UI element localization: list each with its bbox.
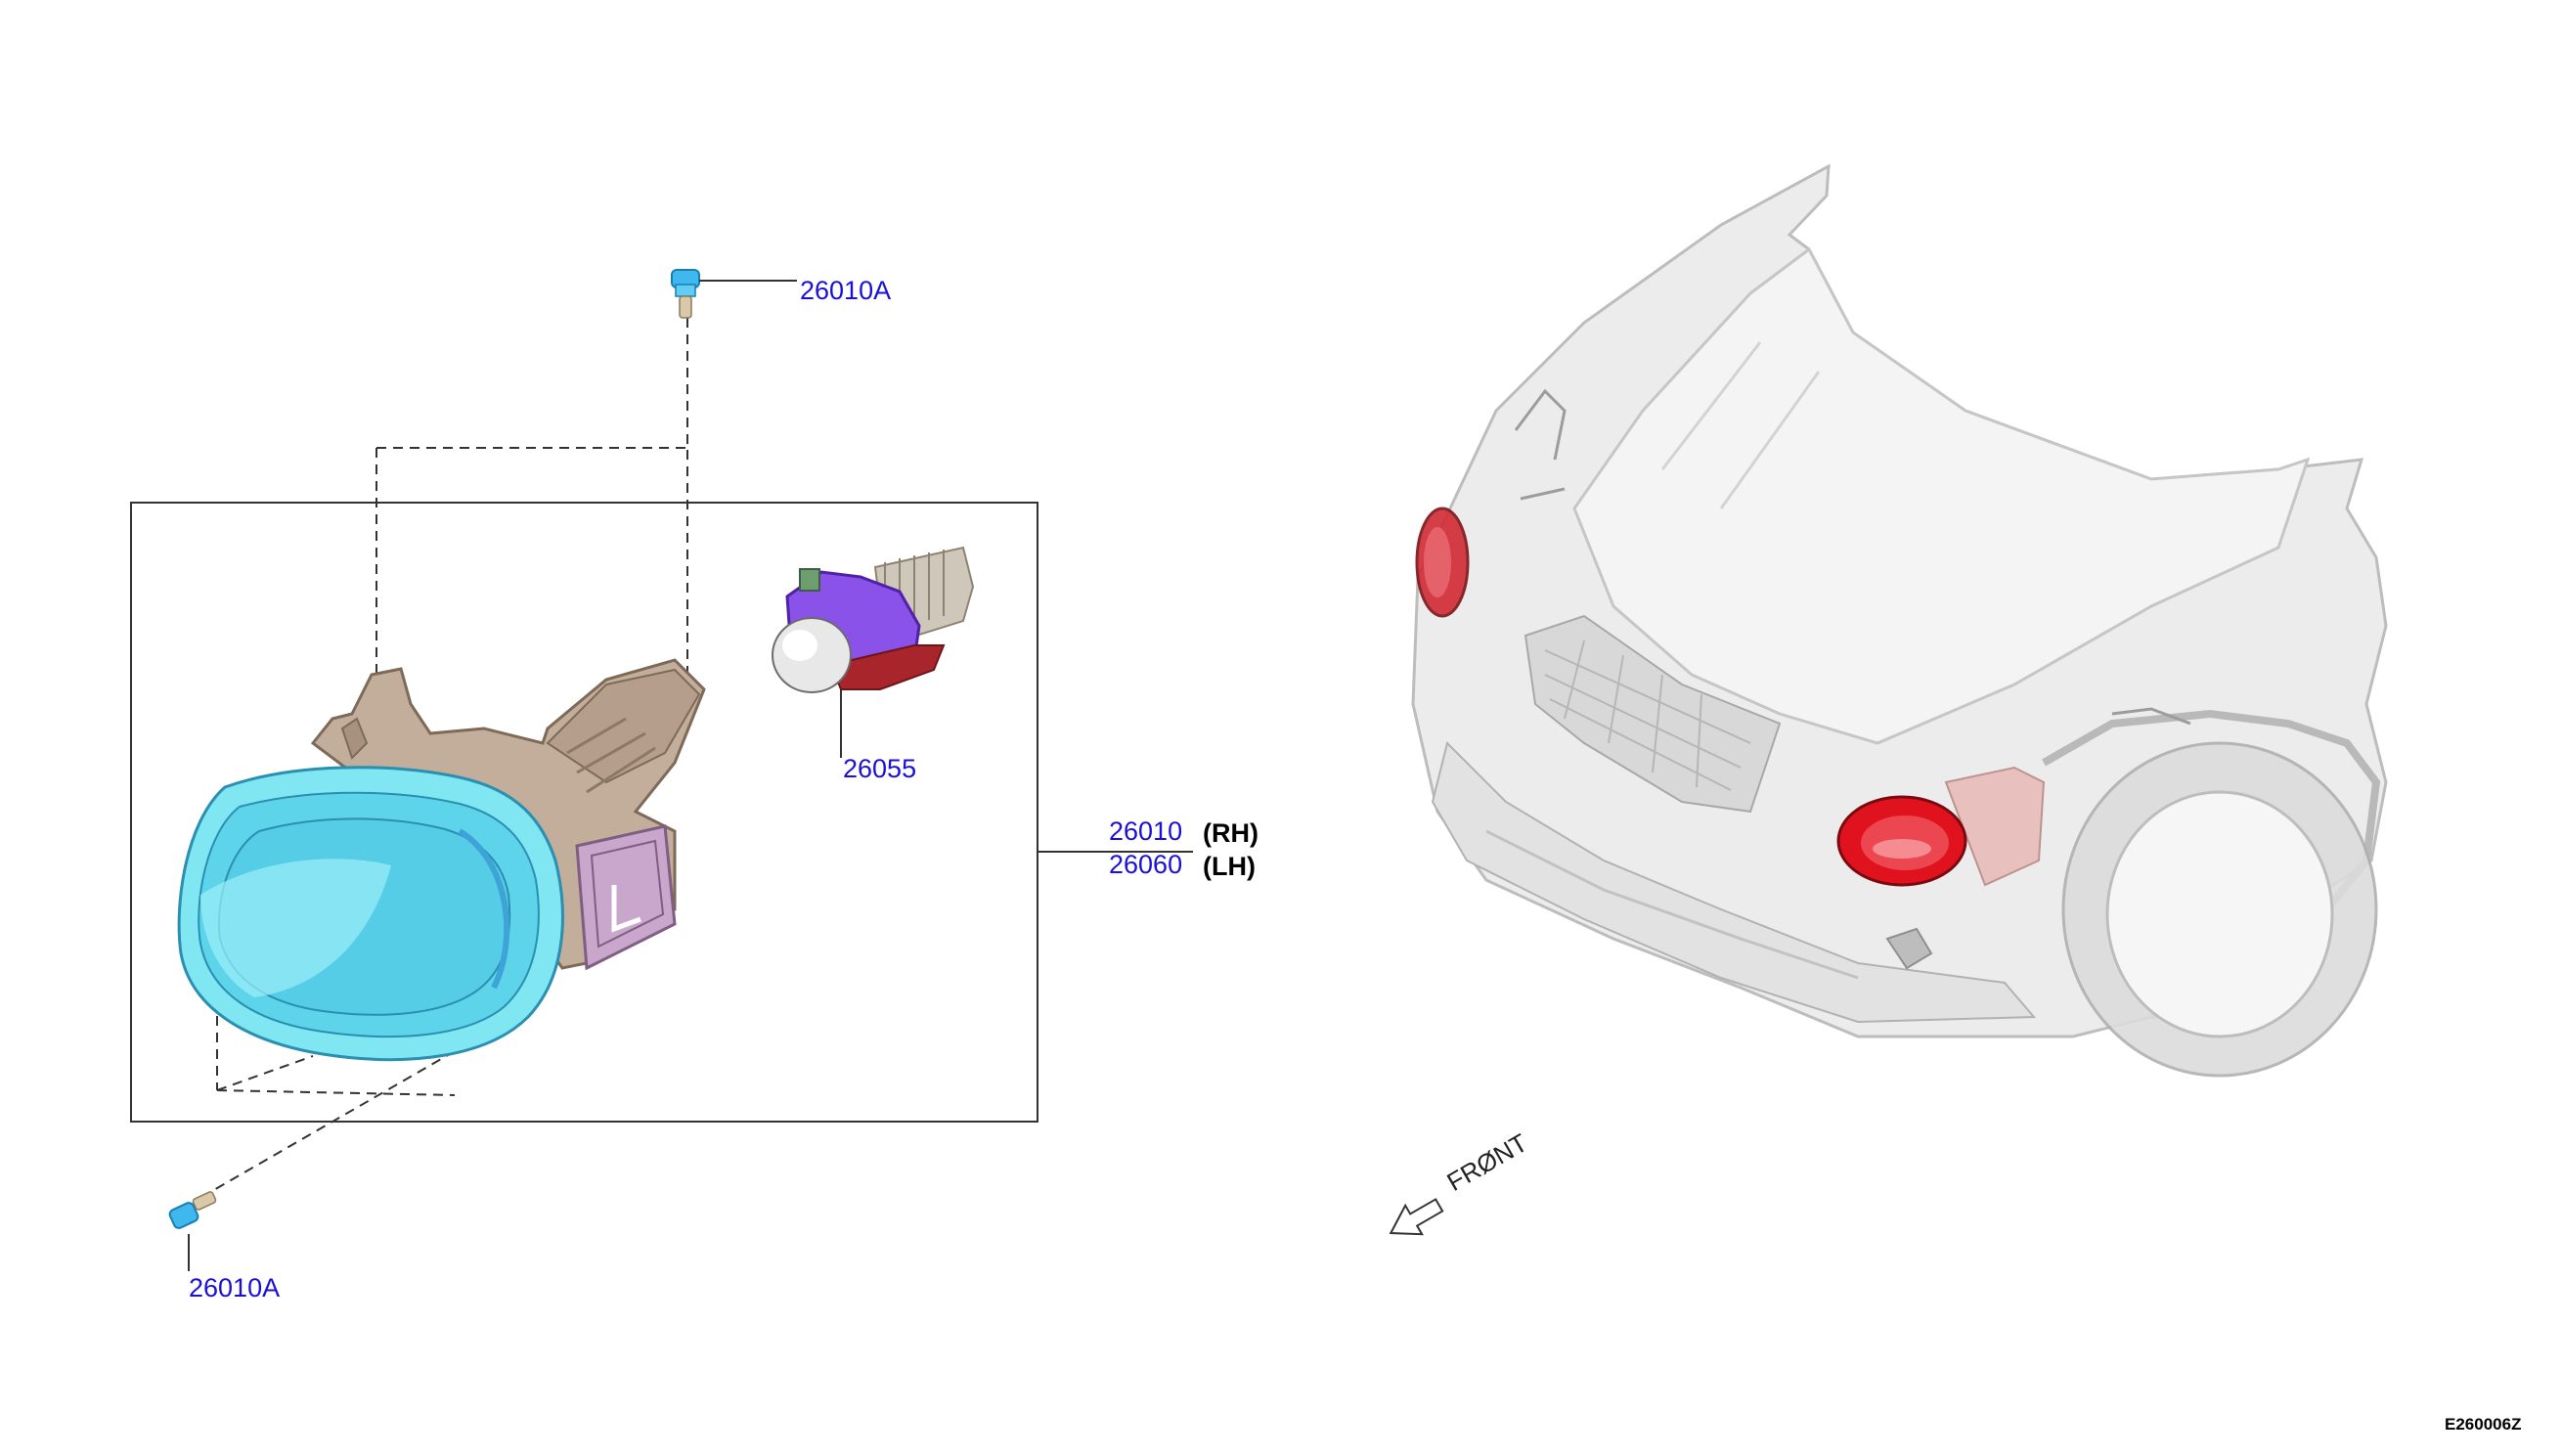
callout-clip-bottom: 26010A	[189, 1273, 281, 1302]
callout-lamp-lh: 26060	[1109, 850, 1183, 879]
front-arrow-icon	[1389, 1198, 1444, 1236]
clip-bottom	[168, 1191, 217, 1271]
callout-bulb: 26055	[843, 754, 917, 783]
lamp-lens	[177, 766, 564, 1062]
assembly-frame	[130, 502, 1038, 1123]
callout-clip-top: 26010A	[800, 276, 892, 305]
connector-plate	[575, 824, 677, 971]
rh-lamp-highlight	[1415, 507, 1470, 618]
diagram-code: E260006Z	[2445, 1415, 2522, 1434]
callout-lh-side: (LH)	[1203, 852, 1256, 881]
wheel	[2061, 741, 2378, 1078]
exploded-assembly	[130, 269, 1193, 1271]
callout-lamp-rh: 26010	[1109, 816, 1183, 846]
vehicle-view	[1411, 163, 2388, 1078]
guide-lines	[204, 318, 688, 1196]
bulb-module	[772, 546, 975, 758]
clip-top	[671, 269, 797, 319]
callout-rh-side: (RH)	[1203, 818, 1258, 848]
lh-lamp-highlight	[1836, 766, 2046, 887]
